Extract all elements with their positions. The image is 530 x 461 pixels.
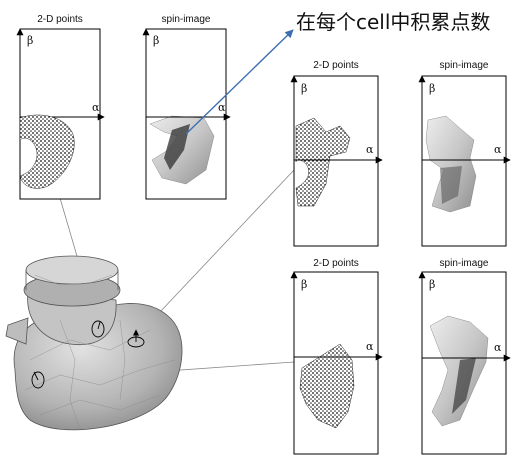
basis-point-3 [31,371,45,389]
annotation-arrow [185,29,294,135]
panel-title: 2-D points [313,60,359,71]
panel-right2-spin: β α [418,271,511,455]
alpha-label: α [218,101,226,114]
beta-label: β [301,278,307,291]
connector-right1 [142,169,295,331]
alpha-label: α [366,143,374,156]
duck-3d-model [5,255,183,431]
panel-top-left-spin: β α [142,28,231,200]
panel-right2-points: β α [290,271,383,455]
alpha-label: α [366,340,374,353]
annotation-text: 在每个cell中积累点数 [296,10,491,34]
panel-right1-points: β α [290,75,383,247]
panel-right1-spin: β α [418,75,511,247]
panel-title: spin-image [439,60,489,71]
beta-label: β [429,82,435,95]
basis-point-2 [127,329,145,348]
basis-point-1 [91,320,105,338]
panel-top-left-points: β α [16,28,105,200]
beta-label: β [429,278,435,291]
panel-title: spin-image [439,258,489,269]
point-cloud [299,343,355,429]
beta-label: β [27,34,33,47]
alpha-label: α [494,143,502,156]
alpha-label: α [92,101,100,114]
alpha-label: α [494,341,502,354]
panel-title: spin-image [161,14,211,25]
spin-image-blob [425,115,477,213]
beta-label: β [153,34,159,47]
panel-title: 2-D points [313,258,359,269]
panel-title: 2-D points [37,14,83,25]
point-cloud [19,114,75,189]
beta-label: β [301,82,307,95]
